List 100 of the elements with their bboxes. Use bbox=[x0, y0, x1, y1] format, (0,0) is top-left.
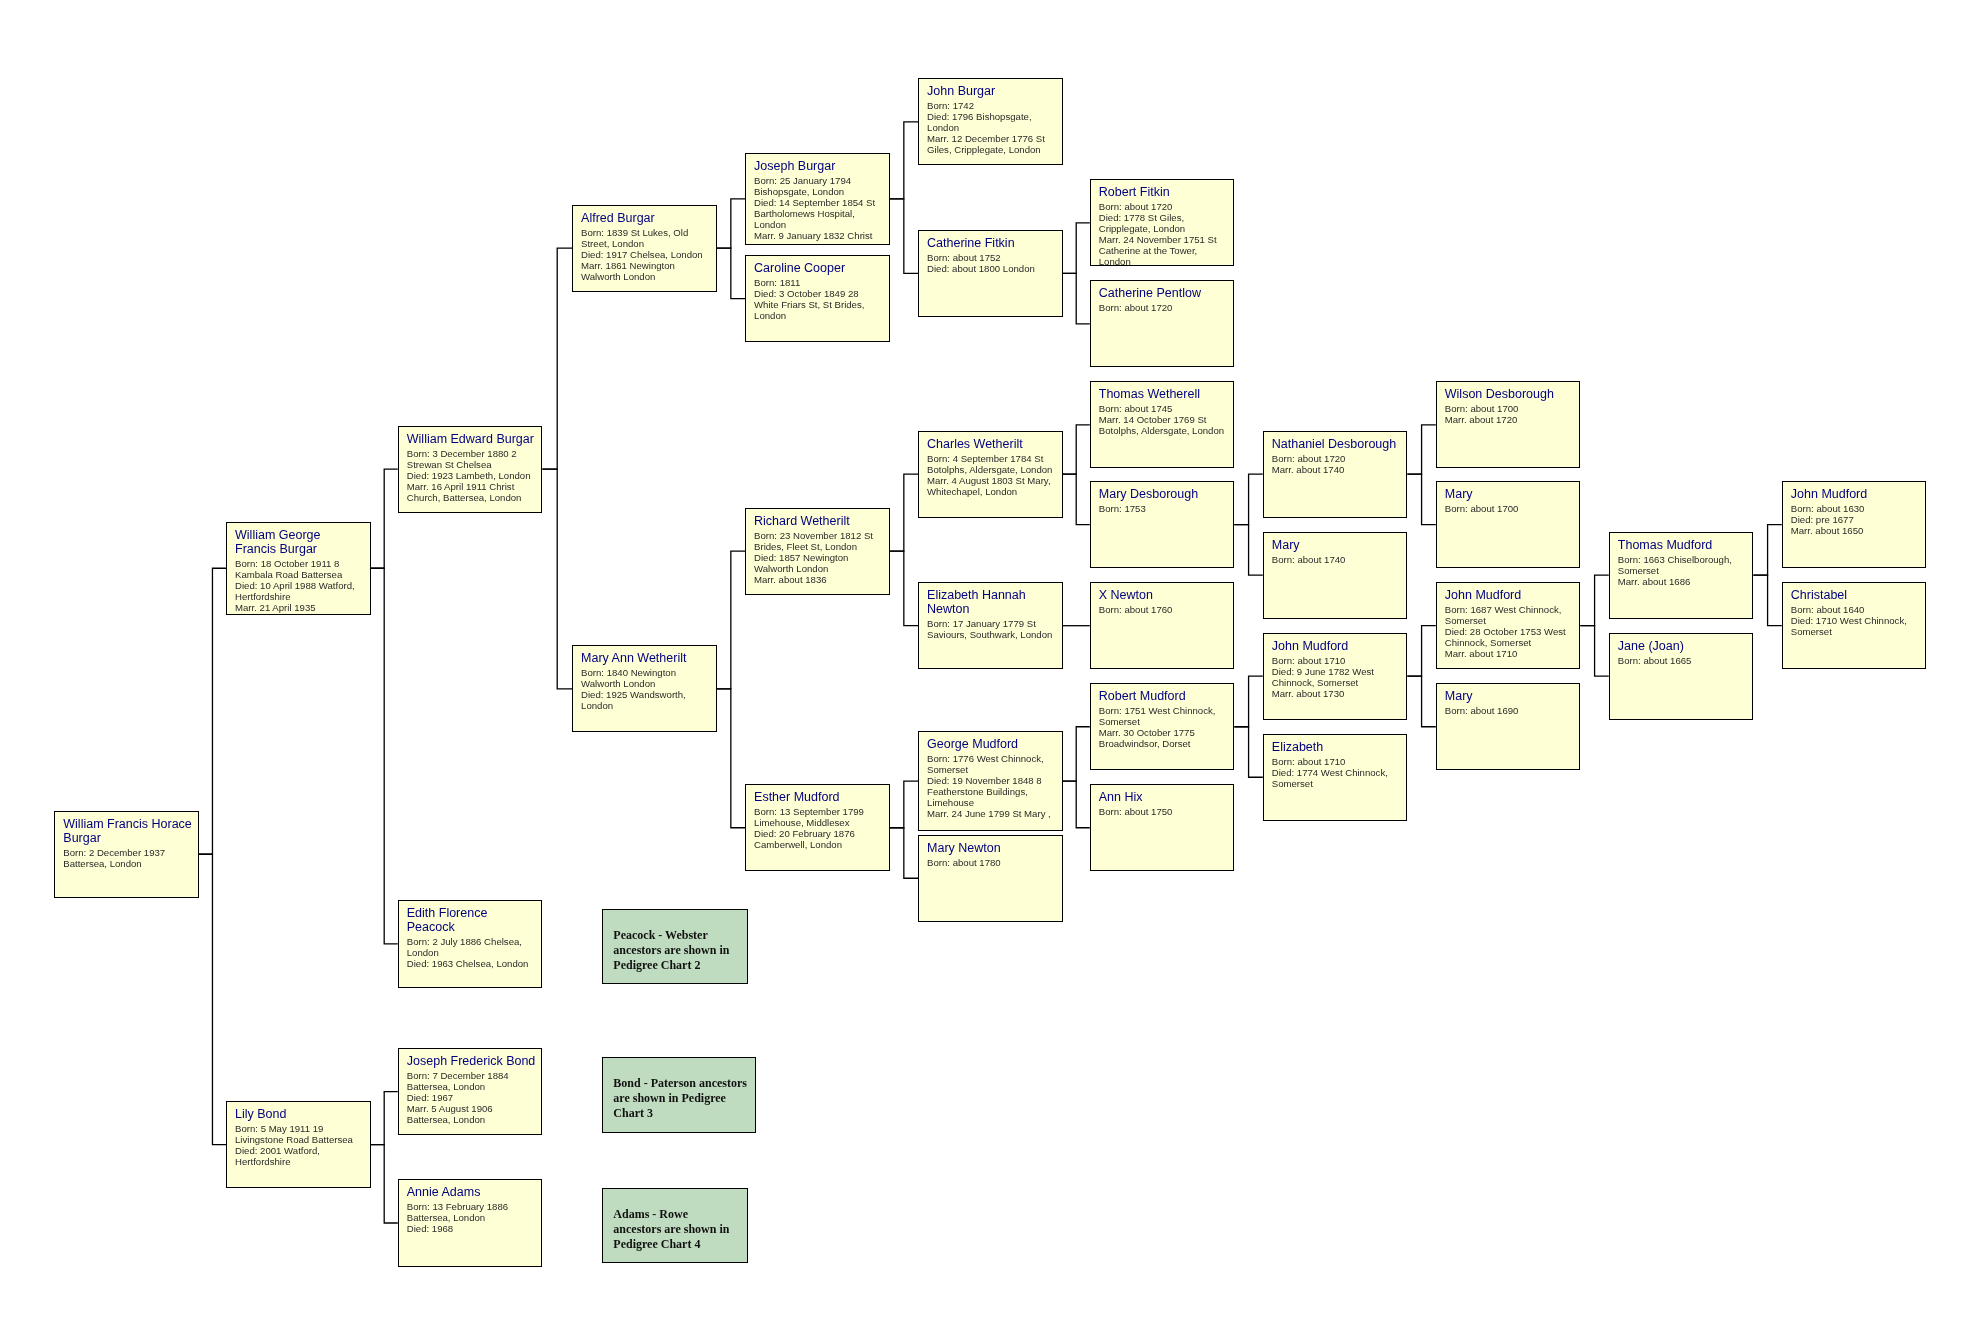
person-box bbox=[918, 834, 1063, 922]
person-detail: Born: about 1780 bbox=[927, 856, 1002, 868]
connector-line bbox=[1579, 625, 1610, 677]
person-box bbox=[1435, 481, 1581, 569]
person-name: John Mudford bbox=[1444, 588, 1523, 603]
person-box bbox=[1089, 481, 1235, 569]
person-box bbox=[1435, 381, 1581, 469]
person-detail: Died: 28 October 1753 West Chinnock, Somerset bbox=[1444, 626, 1567, 649]
person-detail: Born: about 1710 bbox=[1271, 654, 1347, 666]
person-box bbox=[54, 810, 199, 898]
person-detail: Born: 7 December 1884 Battersea, London bbox=[406, 1070, 510, 1093]
person-detail: Marr. about 1720 bbox=[1444, 414, 1519, 426]
person-box bbox=[397, 1048, 543, 1136]
person-box bbox=[1435, 683, 1581, 771]
person-box bbox=[1262, 632, 1408, 720]
person-name: William Francis Horace Burgar bbox=[63, 816, 192, 845]
person-detail: Born: 18 October 1911 8 Kambala Road Battersea bbox=[235, 557, 344, 580]
person-detail: Born: about 1745 bbox=[1098, 403, 1174, 415]
person-name: Richard Wetherilt bbox=[754, 513, 851, 528]
connector-line bbox=[889, 198, 919, 275]
note-text: Bond - Paterson ancestors are shown in Pedigree Chart 3 bbox=[613, 1075, 748, 1121]
person-detail: Marr. 1861 Newington Walworth London bbox=[581, 259, 676, 282]
connector-line bbox=[198, 853, 227, 1146]
person-detail: Died: about 1800 London bbox=[927, 262, 1036, 274]
person-box bbox=[918, 582, 1063, 670]
person-box bbox=[572, 204, 717, 292]
connector-line bbox=[889, 550, 919, 627]
person-detail: Born: 1687 West Chinnock, Somerset bbox=[1444, 604, 1563, 627]
person-detail: Born: about 1630 bbox=[1790, 503, 1866, 515]
person-name: Mary bbox=[1271, 537, 1301, 552]
person-name: Joseph Frederick Bond bbox=[406, 1054, 536, 1069]
person-name: Edith Florence Peacock bbox=[406, 906, 489, 935]
person-box bbox=[397, 425, 543, 513]
person-detail: Born: 1811 bbox=[754, 277, 802, 289]
person-detail: Born: 1751 West Chinnock, Somerset bbox=[1098, 705, 1217, 728]
note-box bbox=[602, 909, 748, 984]
person-box bbox=[1089, 280, 1235, 368]
person-detail: Marr. 12 December 1776 St Giles, Cripplegate, London bbox=[927, 133, 1046, 156]
person-name: Lily Bond bbox=[235, 1107, 288, 1122]
person-detail: Marr. about 1730 bbox=[1271, 687, 1346, 699]
person-detail: Died: 1923 Lambeth, London bbox=[406, 469, 532, 481]
note-box bbox=[602, 1188, 748, 1263]
person-detail: Died: 1963 Chelsea, London bbox=[406, 958, 530, 970]
person-box bbox=[572, 645, 717, 733]
person-name: Mary Desborough bbox=[1098, 487, 1200, 502]
person-detail: Born: 4 September 1784 St Botolphs, Aldersgate, London bbox=[927, 452, 1054, 475]
person-box bbox=[1781, 582, 1927, 670]
person-detail: Born: 2 July 1886 Chelsea, London bbox=[406, 936, 523, 959]
person-detail: Marr. about 1740 bbox=[1271, 463, 1346, 475]
person-detail: Born: 1663 Chiselborough, Somerset bbox=[1617, 553, 1733, 576]
connector-line bbox=[1752, 574, 1783, 627]
person-name: John Mudford bbox=[1271, 638, 1350, 653]
person-name: Annie Adams bbox=[406, 1185, 482, 1200]
connector-line bbox=[1406, 473, 1437, 526]
person-detail: Died: 1925 Wandsworth, London bbox=[581, 689, 687, 712]
person-detail: Died: 10 April 1988 Watford, Hertfordshire bbox=[235, 579, 356, 602]
connector-line bbox=[1062, 272, 1091, 325]
person-box bbox=[1089, 683, 1235, 771]
person-detail: Born: 3 December 1880 2 Strewan St Chelsea bbox=[406, 447, 518, 470]
note-text: Peacock - Webster ancestors are shown in Pedigree Chart 2 bbox=[613, 928, 731, 974]
person-detail: Died: 1968 bbox=[406, 1223, 455, 1235]
person-detail: Born: about 1690 bbox=[1444, 705, 1520, 717]
person-name: Thomas Wetherell bbox=[1098, 387, 1201, 402]
person-detail: Died: 1796 Bishopsgate, London bbox=[927, 111, 1033, 134]
person-detail: Born: 13 February 1886 Battersea, London bbox=[406, 1201, 510, 1224]
person-name: George Mudford bbox=[927, 737, 1020, 752]
person-name: Elizabeth bbox=[1271, 739, 1325, 754]
person-detail: Died: 9 June 1782 West Chinnock, Somerset bbox=[1271, 665, 1376, 688]
person-name: Mary bbox=[1444, 487, 1474, 502]
person-box bbox=[745, 255, 890, 343]
person-detail: Marr. about 1836 bbox=[754, 573, 828, 585]
connector-line bbox=[716, 688, 746, 829]
person-detail: Marr. 9 January 1832 Christ bbox=[754, 229, 874, 241]
person-detail: Marr. 5 August 1906 Battersea, London bbox=[406, 1103, 494, 1126]
person-box bbox=[1089, 784, 1235, 872]
person-detail: Marr. 24 November 1751 St Catherine at the Tower, London bbox=[1098, 234, 1218, 266]
person-box bbox=[1608, 531, 1754, 619]
person-name: Robert Fitkin bbox=[1098, 185, 1171, 200]
person-name: William Edward Burgar bbox=[406, 431, 535, 446]
person-name: Christabel bbox=[1790, 588, 1849, 603]
person-name: Mary Ann Wetherilt bbox=[581, 651, 688, 666]
person-name: Catherine Pentlow bbox=[1098, 286, 1202, 301]
connector-line bbox=[369, 567, 399, 945]
person-detail: Marr. 24 June 1799 St Mary , bbox=[927, 808, 1052, 820]
person-box bbox=[918, 78, 1063, 166]
person-name: Caroline Cooper bbox=[754, 261, 847, 276]
person-detail: Born: 1742 bbox=[927, 100, 975, 112]
person-detail: Died: 2001 Watford, Hertfordshire bbox=[235, 1145, 321, 1168]
person-detail: Marr. 14 October 1769 St Botolphs, Aldersgate, London bbox=[1098, 414, 1226, 437]
person-detail: Marr. 21 April 1935 bbox=[235, 601, 317, 613]
person-detail: Marr. 16 April 1911 Christ Church, Battersea, London bbox=[406, 480, 523, 503]
person-name: Charles Wetherilt bbox=[927, 436, 1024, 451]
person-box bbox=[745, 507, 890, 595]
note-box bbox=[602, 1056, 757, 1133]
connector-line bbox=[1233, 524, 1264, 576]
person-name: Esther Mudford bbox=[754, 790, 841, 805]
person-box bbox=[397, 900, 543, 988]
person-detail: Died: 1778 St Giles, Cripplegate, London bbox=[1098, 212, 1187, 235]
person-detail: Marr. 30 October 1775 Broadwindsor, Dorset bbox=[1098, 727, 1196, 750]
person-box bbox=[397, 1179, 543, 1267]
